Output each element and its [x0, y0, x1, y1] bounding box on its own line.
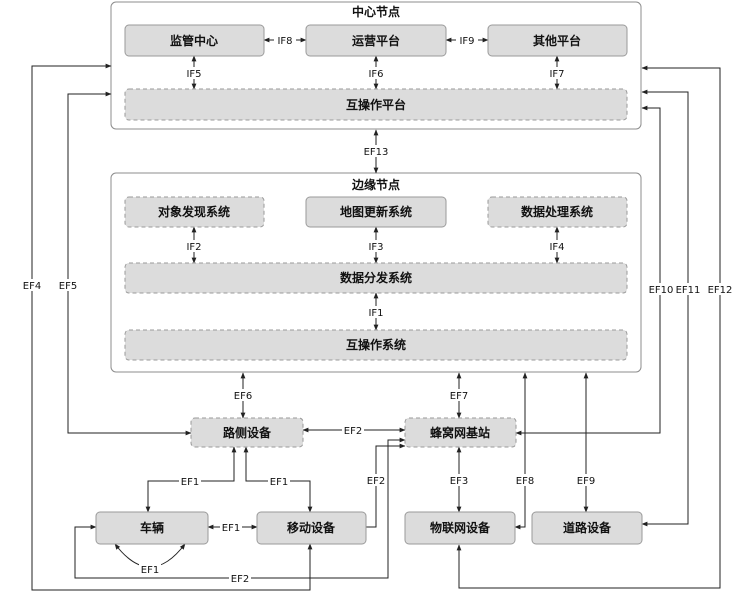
svg-text:EF11: EF11	[676, 285, 701, 296]
svg-text:IF2: IF2	[186, 242, 201, 253]
edge-node-title: 边缘节点	[351, 177, 400, 192]
label-ef13: EF13	[362, 145, 390, 158]
label-ef10: EF10	[648, 283, 674, 296]
svg-text:EF1: EF1	[222, 523, 240, 534]
svg-text:EF6: EF6	[234, 391, 252, 402]
svg-text:数据分发系统: 数据分发系统	[340, 270, 412, 285]
label-ef4: EF4	[20, 279, 44, 292]
node-roadside-device: 路侧设备	[190, 417, 304, 448]
link-ef11	[641, 89, 689, 527]
label-if5: IF5	[183, 67, 205, 80]
svg-text:IF8: IF8	[277, 36, 292, 47]
svg-text:移动设备: 移动设备	[287, 520, 336, 535]
svg-text:监管中心: 监管中心	[170, 33, 218, 48]
label-ef2-mobile: EF2	[365, 474, 387, 487]
svg-text:EF3: EF3	[450, 476, 468, 487]
svg-text:数据处理系统: 数据处理系统	[521, 204, 593, 219]
svg-text:EF4: EF4	[23, 281, 41, 292]
label-ef12: EF12	[707, 283, 733, 296]
svg-text:运营平台: 运营平台	[352, 33, 400, 48]
center-node-title: 中心节点	[352, 4, 400, 19]
label-if9: IF9	[456, 34, 478, 47]
svg-text:路侧设备: 路侧设备	[223, 425, 272, 440]
label-ef11: EF11	[675, 283, 701, 296]
label-if7: IF7	[546, 67, 568, 80]
label-ef1-left: EF1	[179, 475, 201, 488]
svg-text:物联网设备: 物联网设备	[430, 520, 491, 535]
svg-text:EF2: EF2	[344, 426, 362, 437]
svg-text:IF1: IF1	[368, 308, 383, 319]
link-ef2-vehicle-cellular	[74, 437, 406, 579]
link-ef12	[456, 65, 721, 589]
svg-text:道路设备: 道路设备	[563, 520, 612, 535]
svg-text:对象发现系统: 对象发现系统	[158, 204, 230, 219]
node-object-discovery: 对象发现系统	[124, 196, 265, 228]
svg-text:EF12: EF12	[708, 285, 733, 296]
label-if1: IF1	[365, 306, 387, 319]
svg-text:其他平台: 其他平台	[533, 33, 581, 48]
svg-text:EF9: EF9	[577, 476, 595, 487]
svg-text:EF2: EF2	[367, 476, 385, 487]
svg-text:IF6: IF6	[368, 69, 383, 80]
svg-text:IF9: IF9	[459, 36, 474, 47]
label-ef5: EF5	[57, 279, 80, 292]
link-ef4	[31, 63, 313, 591]
node-data-distribution: 数据分发系统	[124, 262, 628, 294]
label-ef1-loop: EF1	[139, 563, 161, 576]
svg-text:EF1: EF1	[181, 477, 199, 488]
label-ef1-middle: EF1	[220, 521, 242, 534]
link-ef5	[67, 91, 192, 436]
label-ef8: EF8	[514, 474, 536, 487]
label-ef9: EF9	[575, 474, 597, 487]
node-mobile-device: 移动设备	[256, 511, 367, 545]
nodes: 监管中心 运营平台 其他平台 互操作平台 对象发现系统 地图更新系统 数据处理系…	[95, 24, 643, 545]
label-if8: IF8	[274, 34, 296, 47]
node-iot-device: 物联网设备	[404, 511, 516, 545]
svg-text:IF3: IF3	[368, 242, 383, 253]
node-ops-platform: 运营平台	[305, 24, 447, 57]
node-monitor-center: 监管中心	[124, 24, 265, 57]
svg-text:互操作平台: 互操作平台	[346, 97, 406, 112]
svg-text:EF2: EF2	[231, 574, 249, 585]
node-other-platform: 其他平台	[487, 24, 628, 57]
svg-text:IF5: IF5	[186, 69, 201, 80]
svg-text:EF5: EF5	[59, 281, 77, 292]
label-ef2-top: EF2	[342, 424, 364, 437]
svg-text:IF7: IF7	[549, 69, 564, 80]
svg-text:地图更新系统: 地图更新系统	[340, 204, 412, 219]
node-cellular-station: 蜂窝网基站	[404, 417, 517, 448]
label-ef1-right: EF1	[268, 475, 290, 488]
label-if3: IF3	[365, 240, 387, 253]
label-ef6: EF6	[232, 389, 254, 402]
node-interop-system: 互操作系统	[124, 329, 628, 361]
label-ef3: EF3	[448, 474, 470, 487]
svg-text:EF1: EF1	[270, 477, 288, 488]
node-map-update: 地图更新系统	[305, 196, 447, 228]
link-ef8	[514, 372, 528, 530]
svg-text:EF13: EF13	[364, 147, 389, 158]
node-interop-platform: 互操作平台	[124, 88, 628, 121]
svg-text:EF10: EF10	[649, 285, 674, 296]
label-if2: IF2	[183, 240, 205, 253]
node-vehicle: 车辆	[95, 511, 209, 545]
svg-text:EF7: EF7	[450, 391, 468, 402]
node-road-device: 道路设备	[531, 511, 643, 545]
connector-labels: IF8 IF9 IF5 IF6 IF7 EF13 IF2 IF3 IF4 IF1…	[20, 34, 733, 585]
label-if6: IF6	[365, 67, 387, 80]
svg-text:互操作系统: 互操作系统	[346, 337, 406, 352]
svg-text:车辆: 车辆	[140, 520, 164, 535]
label-if4: IF4	[546, 240, 568, 253]
svg-text:IF4: IF4	[549, 242, 564, 253]
node-data-processing: 数据处理系统	[487, 196, 628, 228]
label-ef7: EF7	[448, 389, 470, 402]
svg-text:蜂窝网基站: 蜂窝网基站	[430, 425, 490, 440]
label-ef2-bottom: EF2	[229, 572, 251, 585]
svg-text:EF1: EF1	[141, 565, 159, 576]
svg-text:EF8: EF8	[516, 476, 534, 487]
